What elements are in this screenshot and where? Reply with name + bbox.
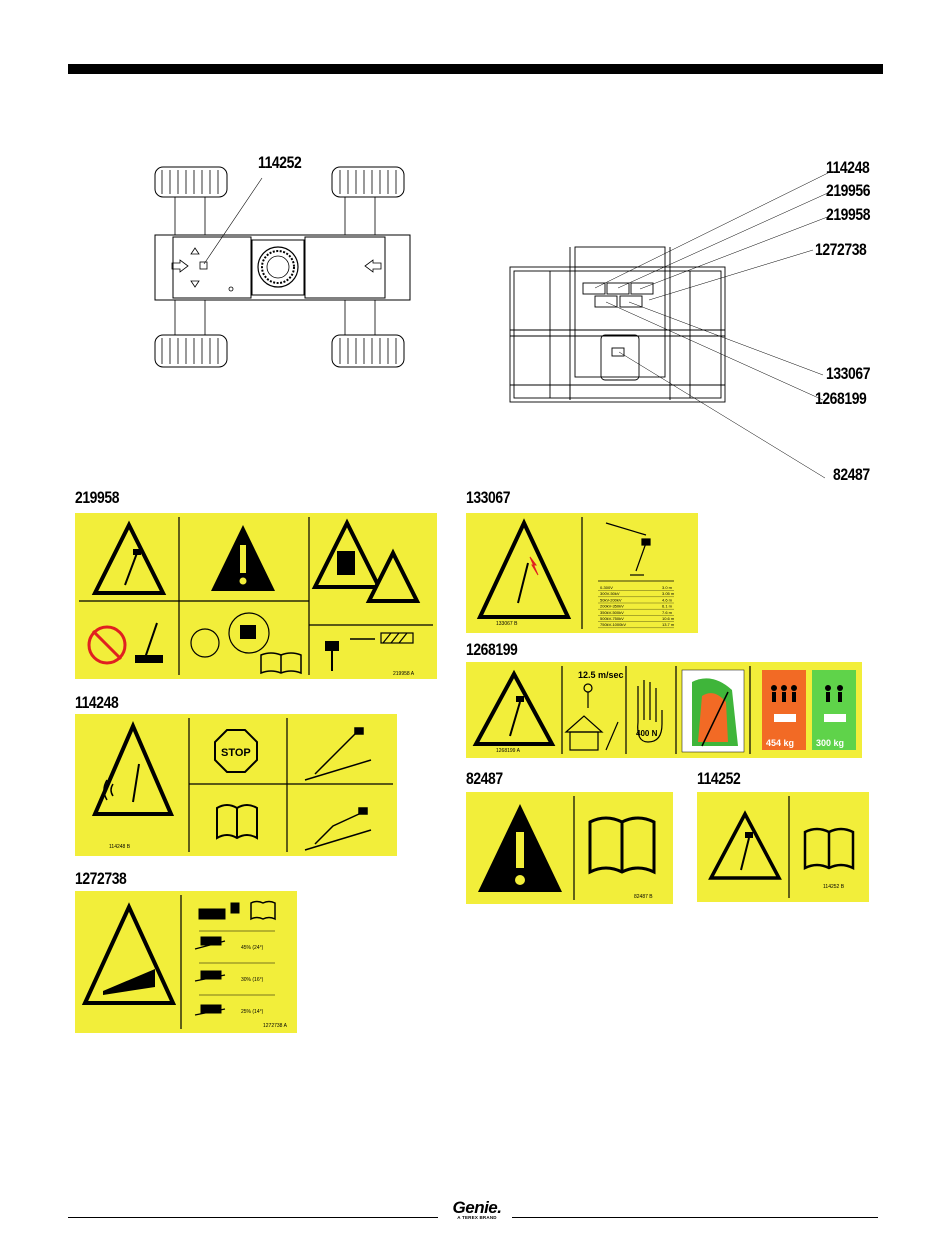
crush-hazard-icon [311,518,421,603]
callout-1272738: 1272738 [815,240,867,259]
brand-name: Genie. [452,1198,502,1217]
stop-sign-icon: STOP [214,729,258,773]
svg-text:12.5 m/sec: 12.5 m/sec [578,670,624,680]
decal-1268199: 1268199 A 12.5 m/sec 400 N 454 kg 300 kg [466,662,862,758]
callout-133067: 133067 [826,364,871,383]
voltage-cell: 0-300V [600,585,613,590]
genie-logo: Genie. A TEREX BRAND [447,1198,507,1220]
tip-over-warning-icon [91,520,167,595]
no-slope-icon [87,622,163,665]
callout-1268199: 1268199 [815,389,867,408]
distance-cell: 6.1 m [662,604,673,609]
controls-icon [190,612,270,658]
callout-219956: 219956 [826,181,871,200]
svg-text:114252 B: 114252 B [823,884,845,890]
tire-rear-left [154,334,228,368]
distance-cell: 7.6 m [662,610,673,615]
tip-over-warning-icon [472,669,556,746]
lowering-sequence-icon [304,727,372,851]
voltage-cell: 50kV-200kV [600,597,622,602]
hand-force-icon [637,680,663,743]
decal-1272738: 45% (24°) 30% (16°) 25% (14°) 1272738 A [75,891,297,1033]
tilt-alarm-warning-icon [91,720,175,816]
svg-text:STOP: STOP [221,747,251,759]
footer-rule-left [68,1217,438,1218]
manual-book-icon [250,900,276,921]
decal-219958: 219958 A [75,513,437,679]
clearance-icon [325,632,414,671]
svg-text:1272738 A: 1272738 A [263,1023,288,1029]
distance-cell: 3.05 m [662,591,675,596]
decal-label-114252: 114252 [697,769,741,788]
load-chart [681,669,745,753]
voltage-cell: 500kV-750kV [600,616,624,621]
voltage-cell: 300V-50kV [600,591,620,596]
decal-133067: 0-300V 3.0 m 300V-50kV 3.05 m 50kV-200kV 4.6 … [466,513,698,633]
svg-text:133067 B: 133067 B [496,621,518,627]
svg-text:300 kg: 300 kg [816,738,844,748]
decal-part-number: 219958 A [393,671,415,677]
svg-text:25% (14°): 25% (14°) [241,1009,264,1015]
tilt-warning-icon [708,810,782,880]
callout-82487: 82487 [833,465,870,484]
load-capacity-green: 300 kg [812,670,856,750]
tire-rear-right [331,334,405,368]
svg-text:30% (16°): 30% (16°) [241,977,264,983]
svg-text:454 kg: 454 kg [766,738,794,748]
svg-text:114248 B: 114248 B [109,844,131,850]
brand-tagline: A TEREX BRAND [457,1215,497,1220]
tire-front-right [331,166,405,198]
exclamation-warning-icon [211,525,275,591]
platform-front-view [505,150,885,490]
distance-cell: 4.6 m [662,597,673,602]
manual-book-icon [216,804,258,840]
load-capacity-orange: 454 kg [762,670,806,750]
decal-label-1272738: 1272738 [75,869,127,888]
exclamation-warning-icon [478,804,562,892]
decal-114252: 114252 B [697,792,869,902]
manual-book-icon [260,652,302,675]
manual-book-icon [803,827,855,871]
callout-114252-top: 114252 [258,153,302,172]
decal-label-82487: 82487 [466,769,503,788]
decal-label-219958: 219958 [75,488,120,507]
callout-219958: 219958 [826,205,871,224]
svg-text:1268199 A: 1268199 A [496,748,521,754]
slope-warning-icon [81,902,177,1005]
svg-text:45% (24°): 45% (24°) [241,945,264,951]
voltage-cell: 350kV-500kV [600,610,624,615]
svg-text:400 N: 400 N [636,729,658,738]
callout-114248: 114248 [826,158,870,177]
decal-label-1268199: 1268199 [466,640,518,659]
decal-82487: 82487 B [466,792,673,904]
distance-cell: 13.7 m [662,622,675,627]
tire-front-left [154,166,228,198]
wind-icon [564,683,619,751]
decal-label-133067: 133067 [466,488,511,507]
footer-rule-right [512,1217,878,1218]
svg-text:82487 B: 82487 B [634,894,653,900]
voltage-cell: 200kV-350kV [600,604,624,609]
voltage-cell: 750kV-1000kV [600,622,626,627]
manual-book-icon [588,816,656,875]
chassis-top-view [150,160,420,375]
decal-label-114248: 114248 [75,693,119,712]
decal-114248: STOP 114248 B [75,714,397,856]
header-rule [68,64,883,74]
electrocution-warning-icon [476,518,572,619]
distance-cell: 10.6 m [662,616,675,621]
distance-cell: 3.0 m [662,585,673,590]
